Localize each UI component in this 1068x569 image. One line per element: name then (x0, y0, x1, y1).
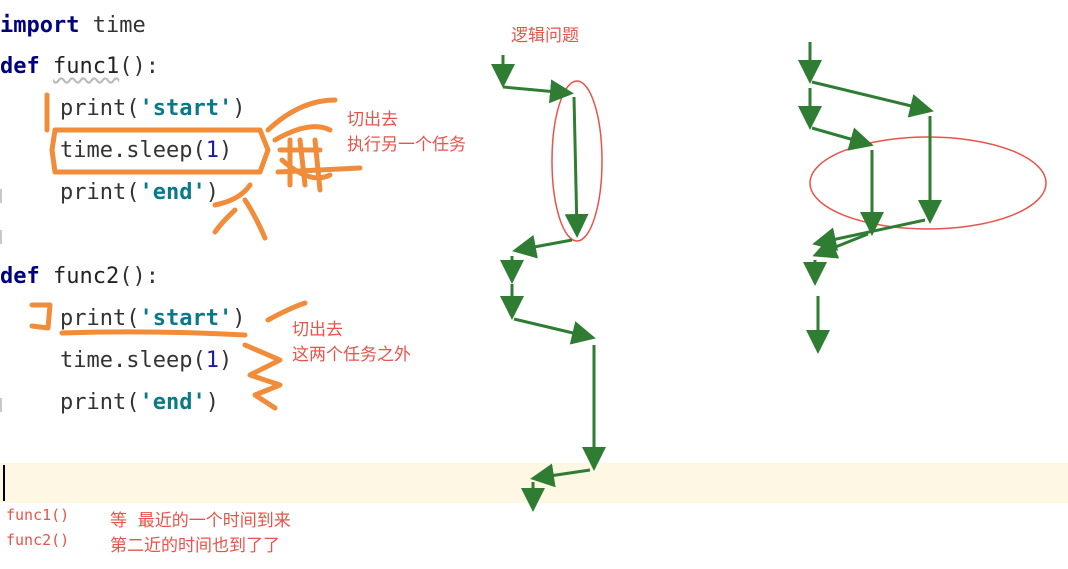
flow-arrow (564, 96, 589, 238)
function-name-func2: func2 (53, 264, 120, 289)
paren-close: ) (232, 306, 246, 331)
annotation-switch-out-1b: 执行另一个任务 (347, 135, 466, 155)
code-line-print-end-1[interactable]: print('end') (60, 178, 219, 208)
flow-arrow (811, 126, 874, 151)
pen-stroke-mark-func2 (29, 302, 53, 331)
paren-close: ) (232, 96, 246, 121)
call-sleep: time.sleep( (60, 138, 206, 163)
call-func1: func1() (6, 506, 70, 524)
string-literal: 'end' (139, 390, 206, 415)
code-line-print-end-2[interactable]: print('end') (60, 388, 219, 418)
code-line-def-func2[interactable]: def func2(): (0, 262, 159, 292)
string-literal: 'start' (139, 96, 233, 121)
code-line-print-start-1[interactable]: print('start') (60, 94, 245, 124)
flow-arrow (530, 463, 591, 488)
pen-stroke-box (49, 127, 271, 175)
gutter-fold-marker (0, 189, 2, 203)
annotation-switch-out-2a: 切出去 (292, 320, 343, 340)
keyword-def: def (0, 264, 40, 289)
code-line-def-func1[interactable]: def func1(): (0, 52, 159, 82)
string-literal: 'end' (139, 180, 206, 205)
annotation-wait-1: 等 最近的一个时间到来 (110, 511, 291, 531)
pen-stroke-scribble-3 (242, 342, 283, 411)
call-print: print( (60, 180, 140, 205)
annotation-switch-out-1a: 切出去 (347, 110, 398, 130)
keyword-import: import (0, 13, 80, 38)
annotation-switch-out-2b: 这两个任务之外 (292, 345, 411, 365)
paren-close: ) (218, 348, 233, 373)
paren-close: ) (205, 390, 219, 415)
flow-arrow (512, 234, 573, 259)
annotation-wait-2: 第二近的时间也到了了 (110, 536, 280, 556)
call-func2: func2() (6, 531, 70, 549)
problem-ellipse-2 (809, 136, 1047, 230)
module-name: time (79, 13, 146, 38)
gutter-fold-marker (0, 398, 2, 412)
call-print: print( (60, 96, 140, 121)
pen-stroke-scribble-2 (212, 137, 323, 241)
number-literal: 1 (205, 138, 219, 163)
flow-arrow (811, 80, 934, 118)
def-tail: (): (119, 54, 159, 79)
code-line-print-start-2[interactable]: print('start') (60, 304, 245, 334)
call-print: print( (60, 390, 140, 415)
code-line-import[interactable]: import time (0, 11, 146, 41)
annotation-logic-problem: 逻辑问题 (511, 26, 579, 46)
problem-ellipse-1 (551, 80, 603, 242)
text-caret[interactable] (3, 465, 5, 501)
gutter-fold-marker (0, 230, 2, 244)
code-line-sleep-1[interactable]: time.sleep(1) (60, 136, 232, 166)
flow-arrow (513, 317, 596, 345)
keyword-def: def (0, 54, 40, 79)
paren-close: ) (218, 138, 233, 163)
flow-arrow (812, 232, 869, 259)
string-literal: 'start' (139, 306, 233, 331)
call-sleep: time.sleep( (60, 348, 206, 373)
flow-arrow (502, 79, 574, 104)
number-literal: 1 (205, 348, 219, 373)
def-tail: (): (119, 264, 159, 289)
call-print: print( (60, 306, 140, 331)
paren-close: ) (205, 180, 219, 205)
pen-stroke-underline (59, 300, 308, 338)
code-line-sleep-2[interactable]: time.sleep(1) (60, 346, 232, 376)
function-name-func1: func1 (53, 54, 120, 79)
